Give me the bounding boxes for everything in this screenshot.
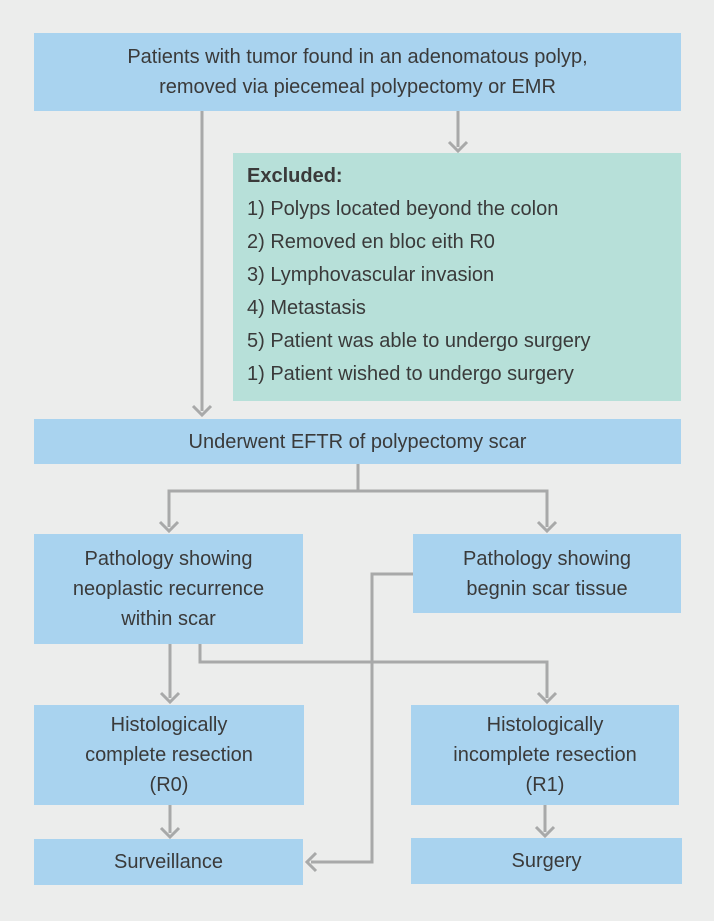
node-underwent-eftr: Underwent EFTR of polypectomy scar bbox=[34, 419, 681, 464]
connector-line bbox=[311, 572, 413, 864]
arrow-down-icon bbox=[158, 520, 180, 534]
node-surgery: Surgery bbox=[411, 838, 682, 884]
node-pathology-benign-scar: Pathology showing begnin scar tissue bbox=[413, 534, 681, 613]
arrow-left-icon bbox=[304, 851, 318, 873]
connector-line bbox=[198, 644, 549, 698]
connector-start-to-excluded bbox=[447, 111, 469, 154]
arrow-down-icon bbox=[159, 691, 181, 705]
arrow-down-icon bbox=[191, 404, 213, 418]
node-complete-resection-r0: Histologically complete resection (R0) bbox=[34, 705, 304, 805]
connector-start-to-eftr bbox=[191, 111, 213, 418]
excluded-criteria-box: Excluded: 1) Polyps located beyond the c… bbox=[233, 153, 681, 401]
connector-recurrence-to-r1 bbox=[198, 644, 558, 705]
node-patients-with-tumor: Patients with tumor found in an adenomat… bbox=[34, 33, 681, 111]
connector-line bbox=[167, 489, 549, 527]
excluded-item: 5) Patient was able to undergo surgery bbox=[247, 330, 591, 352]
node-incomplete-resection-r1: Histologically incomplete resection (R1) bbox=[411, 705, 679, 805]
connector-recurrence-to-r0 bbox=[159, 644, 181, 705]
node-surveillance: Surveillance bbox=[34, 839, 303, 885]
excluded-item: 2) Removed en bloc eith R0 bbox=[247, 231, 495, 253]
connector-eftr-branch bbox=[158, 464, 558, 534]
node-pathology-neoplastic-recurrence: Pathology showing neoplastic recurrence … bbox=[34, 534, 303, 644]
connector-r1-to-surgery bbox=[534, 805, 556, 839]
arrow-down-icon bbox=[159, 826, 181, 840]
arrow-down-icon bbox=[447, 140, 469, 154]
connector-benign-to-surveillance bbox=[304, 572, 413, 873]
excluded-item: 4) Metastasis bbox=[247, 297, 366, 319]
excluded-heading: Excluded: bbox=[247, 165, 343, 187]
excluded-item: 1) Patient wished to undergo surgery bbox=[247, 363, 574, 385]
excluded-item: 1) Polyps located beyond the colon bbox=[247, 198, 559, 220]
arrow-down-icon bbox=[536, 520, 558, 534]
excluded-item: 3) Lymphovascular invasion bbox=[247, 264, 495, 286]
connector-r0-to-surveillance bbox=[159, 805, 181, 840]
arrow-down-icon bbox=[534, 825, 556, 839]
arrow-down-icon bbox=[536, 691, 558, 705]
